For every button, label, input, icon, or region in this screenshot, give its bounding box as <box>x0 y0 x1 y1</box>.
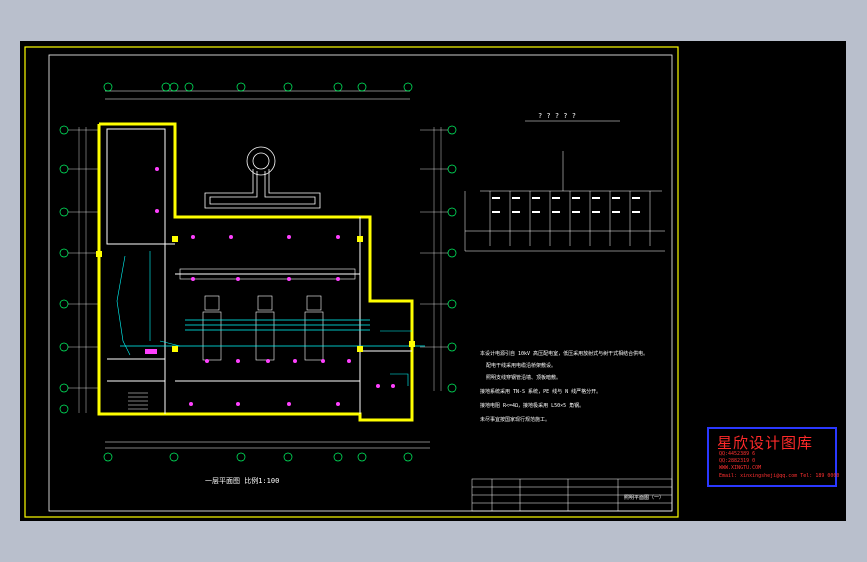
design-notes: 本设计电源引自 10kV 高压配电室，低压采用放射式与树干式相结合供电。 配电干… <box>480 350 648 423</box>
plan-caption: 一层平面图 比例1:100 <box>205 476 279 485</box>
system-diagram-title: ? ? ? ? ? <box>538 112 576 120</box>
design-note: 接地电阻 R<=4Ω，接地极采用 L50×5 角钢。 <box>480 402 584 409</box>
design-note: 未尽事宜按国家现行规范施工。 <box>480 416 550 423</box>
axis-bubbles-right <box>447 125 457 393</box>
transformers <box>202 295 324 361</box>
design-note: 本设计电源引自 10kV 高压配电室，低压采用放射式与树干式相结合供电。 <box>480 350 648 357</box>
cad-drawing-canvas: 一层平面图 比例1:100 ? ? ? ? ? 本设计电源引自 10kV 高压配… <box>24 46 679 518</box>
design-note: 接地系统采用 TN-S 系统，PE 线与 N 线严格分开。 <box>480 388 601 395</box>
entrance-canopy <box>204 146 321 209</box>
single-line-diagram <box>464 151 665 252</box>
stamp-line: Email: xinxingsheji@qq.com Tel: 189 0000 <box>719 473 840 479</box>
sheet-inner-frame <box>48 54 673 512</box>
design-note: 配电干线采用电缆沿桥架敷设。 <box>486 362 556 369</box>
stamp-line: WWW.XINGTU.COM <box>719 465 762 471</box>
axis-leaders <box>68 127 448 413</box>
inner-partitions <box>106 128 412 414</box>
stamp-line: QQ:2882319 0 <box>719 458 756 464</box>
axis-bubbles-top <box>103 82 413 92</box>
column-marks <box>96 236 415 352</box>
top-dimension-line <box>105 90 410 100</box>
bottom-dimension-line <box>105 441 430 449</box>
watermark-stamp: 星欣设计图库 QQ:4452389 6 QQ:2882319 0 WWW.XIN… <box>707 427 840 487</box>
cable-tray <box>179 268 356 280</box>
stamp-title: 星欣设计图库 <box>717 434 814 452</box>
cad-viewport[interactable]: 一层平面图 比例1:100 ? ? ? ? ? 本设计电源引自 10kV 高压配… <box>20 41 846 521</box>
stamp-line: QQ:4452389 6 <box>719 451 756 457</box>
axis-bubbles-bottom <box>103 452 413 462</box>
diagram-annotation-marks <box>492 197 640 213</box>
design-note: 照明支线穿钢管沿墙、顶板暗敷。 <box>486 374 561 381</box>
lighting-circuits <box>116 251 412 386</box>
busbars <box>120 319 425 347</box>
title-block-sheet-name: 照明平面图（一） <box>624 495 664 501</box>
light-fixtures <box>145 167 395 406</box>
sheet-outer-frame <box>24 46 679 518</box>
staircase <box>128 392 148 410</box>
building-walls <box>97 122 414 422</box>
title-block <box>471 478 673 512</box>
axis-bubbles-left <box>59 125 69 414</box>
